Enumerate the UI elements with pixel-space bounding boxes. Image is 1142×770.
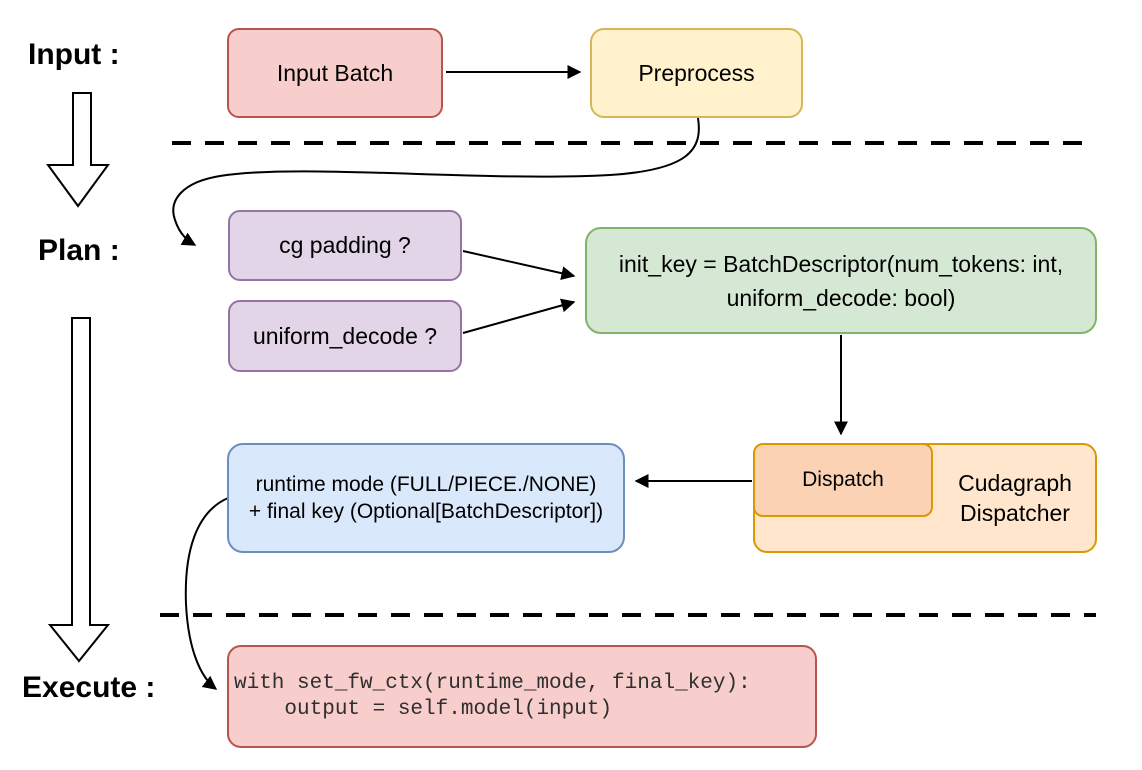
execute-code-line2: output = self.model(input) xyxy=(234,697,613,721)
edge-runtimemode-executecode xyxy=(184,497,229,690)
phase-label-execute: Execute : xyxy=(22,671,156,704)
node-dispatch: Dispatch xyxy=(753,443,933,517)
node-dispatch-label: Dispatch xyxy=(802,468,884,491)
node-execute-code: with set_fw_ctx(runtime_mode, final_key)… xyxy=(227,645,817,748)
node-runtime-mode: runtime mode (FULL/PIECE./NONE) + final … xyxy=(227,443,625,553)
node-init-key-line1: init_key = BatchDescriptor(num_tokens: i… xyxy=(618,250,1064,277)
phase-label-plan: Plan : xyxy=(38,234,120,267)
node-cg-padding: cg padding ? xyxy=(228,210,462,281)
edge-uniformdecode-initkey xyxy=(462,298,576,334)
phase-label-input: Input : xyxy=(28,38,120,71)
node-uniform-decode-label: uniform_decode ? xyxy=(252,322,438,349)
node-preprocess: Preprocess xyxy=(590,28,803,118)
input-to-plan-arrow xyxy=(46,92,110,208)
node-preprocess-label: Preprocess xyxy=(638,59,755,86)
node-runtime-mode-line1: runtime mode (FULL/PIECE./NONE) xyxy=(255,473,597,496)
node-init-key-line2: uniform_decode: bool) xyxy=(726,284,956,311)
node-input-batch: Input Batch xyxy=(227,28,443,118)
node-init-key: init_key = BatchDescriptor(num_tokens: i… xyxy=(585,227,1097,334)
node-runtime-mode-line2: + final key (Optional[BatchDescriptor]) xyxy=(248,500,604,523)
edge-preprocess-cgpadding xyxy=(172,117,700,246)
node-cudagraph-dispatcher-label: Cudagraph Dispatcher xyxy=(958,470,1072,526)
node-uniform-decode: uniform_decode ? xyxy=(228,300,462,372)
node-cg-padding-label: cg padding ? xyxy=(279,232,411,258)
execute-code-line1: with set_fw_ctx(runtime_mode, final_key)… xyxy=(234,671,751,695)
node-input-batch-label: Input Batch xyxy=(276,59,394,86)
plan-to-execute-arrow xyxy=(47,317,111,663)
edge-cgpadding-initkey xyxy=(462,250,576,281)
